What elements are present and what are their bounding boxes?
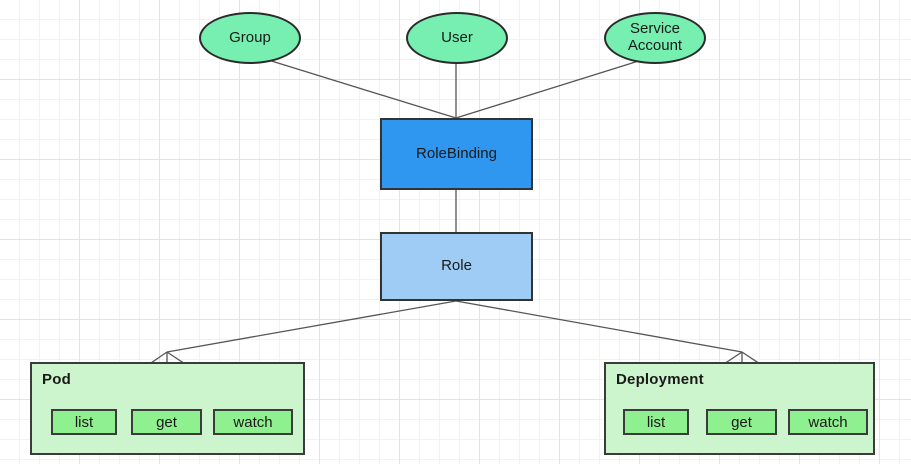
edge-role-to-deployment [455,300,743,353]
verb-label-deployment-list: list [646,413,666,431]
resource-group-deployment[interactable]: Deployment [604,362,875,455]
verb-box-pod-get[interactable]: get [131,409,202,435]
verb-label-pod-watch: watch [233,413,273,431]
subject-node-group[interactable]: Group [199,12,301,64]
role-label: Role [441,257,472,275]
subject-label-service-account: Service Account [627,20,683,54]
edge-group-to-rolebinding [264,58,457,119]
subject-label-group: Group [229,28,271,46]
verb-box-pod-watch[interactable]: watch [213,409,293,435]
edge-role-to-pod [166,300,457,353]
resource-group-title-deployment: Deployment [616,371,704,388]
rolebinding-node[interactable]: RoleBinding [380,118,533,190]
subject-node-user[interactable]: User [406,12,508,64]
resource-group-pod[interactable]: Pod [30,362,305,455]
verb-label-deployment-get: get [731,413,752,431]
subject-node-service-account[interactable]: Service Account [604,12,706,64]
verb-label-pod-get: get [156,413,177,431]
role-node[interactable]: Role [380,232,533,301]
verb-box-deployment-list[interactable]: list [623,409,689,435]
subject-label-user: User [441,28,473,46]
verb-box-deployment-watch[interactable]: watch [788,409,868,435]
rolebinding-label: RoleBinding [416,144,497,162]
verb-box-deployment-get[interactable]: get [706,409,777,435]
verb-label-pod-list: list [74,413,94,431]
edge-serviceaccount-to-rolebinding [455,58,646,119]
verb-label-deployment-watch: watch [808,413,848,431]
verb-box-pod-list[interactable]: list [51,409,117,435]
resource-group-title-pod: Pod [42,371,71,388]
